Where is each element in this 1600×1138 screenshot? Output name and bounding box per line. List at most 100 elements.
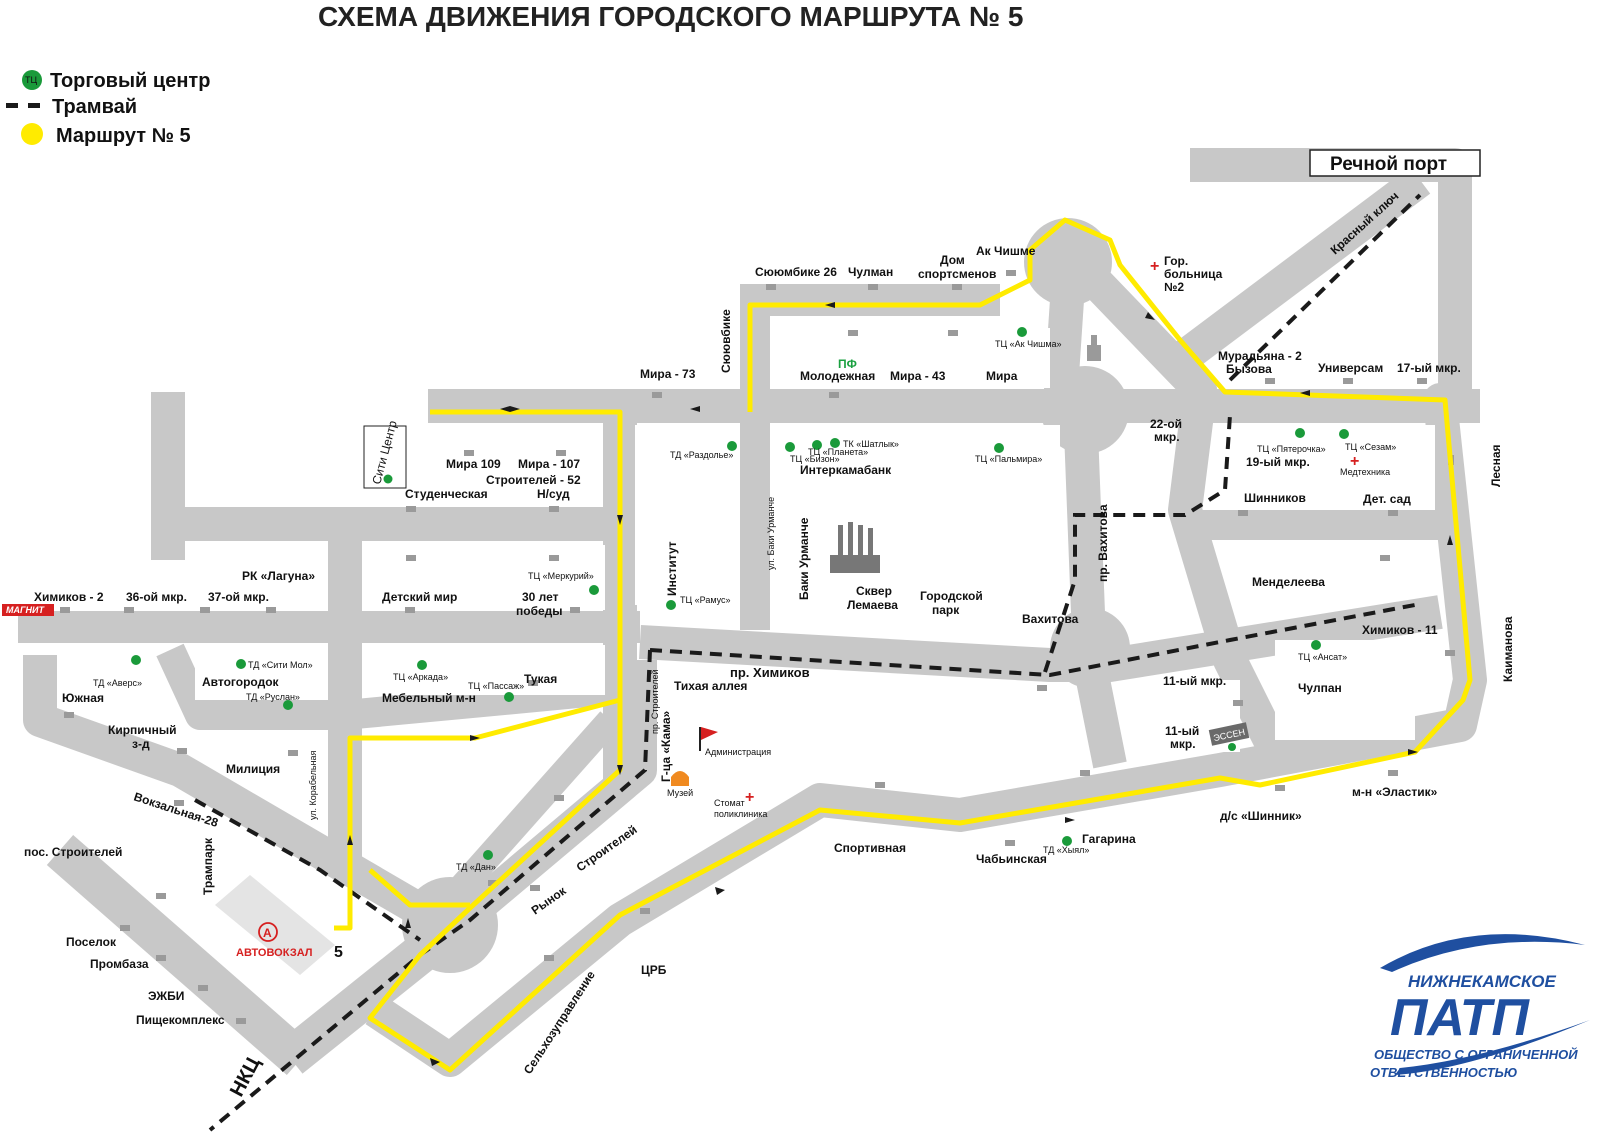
stop-label: Дет. сад bbox=[1363, 492, 1411, 506]
stop-label: Мира - 73 bbox=[640, 367, 696, 381]
stop-label: Гагарина bbox=[1082, 832, 1136, 846]
siti-center-tc-icon bbox=[383, 474, 393, 484]
route-5-path-south bbox=[368, 868, 470, 908]
pf-label: ПФ bbox=[838, 357, 857, 371]
tc-label: ТК «Шатлык» bbox=[843, 439, 899, 449]
stop-label: Вахитова bbox=[1022, 612, 1079, 626]
stop-label: победы bbox=[516, 604, 563, 618]
stop-label: парк bbox=[932, 603, 960, 617]
logo-line1: НИЖНЕКАМСКОЕ bbox=[1408, 972, 1556, 991]
port-label: Речной порт bbox=[1330, 154, 1447, 175]
medtech-cross-icon: + bbox=[1350, 453, 1359, 470]
stop-label: Шинников bbox=[1244, 491, 1306, 505]
tc-label: ТЦ «Ансат» bbox=[1298, 652, 1347, 662]
logo-line3: ОБЩЕСТВО С ОГРАНИЧЕННОЙ bbox=[1374, 1046, 1578, 1062]
stop-label: Сквер bbox=[856, 584, 892, 598]
stop-label: 30 лет bbox=[522, 590, 559, 604]
tc-label: ТД «Хыял» bbox=[1043, 845, 1089, 855]
stop-label: №2 bbox=[1164, 280, 1184, 294]
route-number-start: 5 bbox=[334, 944, 343, 961]
stop-label: Дом bbox=[940, 253, 965, 267]
stop-label: з-д bbox=[132, 737, 150, 751]
stop-label: Химиков - 11 bbox=[1362, 623, 1438, 637]
stop-label: Строителей - 52 bbox=[486, 473, 581, 487]
stop-label: Баки Урманче bbox=[797, 517, 811, 600]
magnit-text: МАГНИТ bbox=[6, 605, 45, 615]
road-rynok bbox=[439, 660, 657, 944]
tc-label: ТЦ «Рамус» bbox=[680, 595, 731, 605]
tc-label: ТЦ «Планета» bbox=[808, 447, 868, 457]
road-yuzhnaya bbox=[23, 655, 429, 925]
stop-label: Мурадьяна - 2 bbox=[1218, 349, 1302, 363]
legend-tram-label: Трамвай bbox=[52, 96, 137, 118]
stop-label: Тукая bbox=[524, 672, 557, 686]
stop-label: Н/суд bbox=[537, 487, 570, 501]
stop-label: поликлиника bbox=[714, 809, 767, 819]
stop-label: Администрация bbox=[705, 747, 771, 757]
tc-label: ТД «Аверс» bbox=[93, 678, 142, 688]
stop-label: мкр. bbox=[1154, 430, 1180, 444]
tc-label: ТД «Сити Мол» bbox=[248, 660, 313, 670]
administration-flag-icon bbox=[701, 727, 718, 740]
stop-label: Стомат bbox=[714, 798, 745, 808]
stop-label: Кирпичный bbox=[108, 723, 177, 737]
factory-icon bbox=[830, 522, 880, 573]
stop-label: пр. Вахитова bbox=[1096, 504, 1110, 582]
stop-label: Мира bbox=[986, 369, 1018, 383]
stop-label: Чулман bbox=[848, 265, 893, 279]
stop-label: 36-ой мкр. bbox=[126, 590, 187, 604]
stop-label: Молодежная bbox=[800, 369, 875, 383]
tram-lines bbox=[194, 193, 1422, 1132]
stop-label: 37-ой мкр. bbox=[208, 590, 269, 604]
tram-khimikov bbox=[649, 602, 1421, 678]
tc-label: ТД «Раздолье» bbox=[670, 450, 733, 460]
legend-route-icon bbox=[21, 123, 43, 145]
tc-label: ТЦ «Ак Чишма» bbox=[995, 339, 1062, 349]
stop-label: Г-ца «Кама» bbox=[659, 710, 673, 782]
stop-label: Химиков - 2 bbox=[34, 590, 104, 604]
stop-label: Южная bbox=[62, 691, 104, 705]
stop-label: Сюювбике bbox=[719, 309, 733, 373]
stop-label: 19-ый мкр. bbox=[1246, 455, 1310, 469]
stop-label: 11-ый мкр. bbox=[1163, 674, 1226, 688]
stop-label: Сююмбике 26 bbox=[755, 265, 837, 279]
stop-label: м-н «Эластик» bbox=[1352, 785, 1438, 799]
stop-label: Каиманова bbox=[1501, 616, 1515, 682]
stop-label: 17-ый мкр. bbox=[1397, 361, 1461, 375]
tc-markers bbox=[131, 327, 1349, 860]
stop-markers bbox=[60, 270, 1455, 1024]
legend-tram-icon bbox=[6, 103, 18, 108]
stop-label: больница bbox=[1164, 267, 1223, 281]
stop-label: Пищекомплекс bbox=[136, 1013, 225, 1027]
stop-label: Городской bbox=[920, 589, 983, 603]
roads bbox=[18, 148, 1487, 1077]
tc-label: ТД «Руслан» bbox=[246, 692, 300, 702]
museum-icon bbox=[671, 771, 689, 786]
legend-tc-badge: ТЦ bbox=[25, 75, 37, 85]
route-5-path-west bbox=[334, 697, 621, 931]
patp-logo: НИЖНЕКАМСКОЕ ПАТП ОБЩЕСТВО С ОГРАНИЧЕННО… bbox=[1370, 934, 1590, 1080]
bus-station-label: АВТОВОКЗАЛ bbox=[236, 947, 313, 959]
stop-label: Универсам bbox=[1318, 361, 1383, 375]
road-ne-diag bbox=[1057, 243, 1296, 768]
tc-label: ТЦ «Меркурий» bbox=[528, 571, 594, 581]
tram-rynok bbox=[208, 649, 652, 1132]
administration-flag-pole bbox=[699, 727, 701, 751]
legend-tc-label: Торговый центр bbox=[50, 70, 210, 92]
tram-vakhitova bbox=[1043, 414, 1232, 673]
stop-label: пос. Строителей bbox=[24, 845, 122, 859]
stop-label: Бызова bbox=[1226, 362, 1272, 376]
logo-line2: ПАТП bbox=[1390, 989, 1530, 1047]
road-to-mebelny bbox=[440, 711, 620, 909]
church-icon bbox=[1087, 335, 1101, 361]
stop-label: Детский мир bbox=[382, 590, 457, 604]
logo-line4: ОТВЕТСТВЕННОСТЬЮ bbox=[1370, 1065, 1517, 1080]
stop-label: 22-ой bbox=[1150, 417, 1182, 431]
tc-label: ТЦ «Аркада» bbox=[393, 672, 448, 682]
stop-label: Лемаева bbox=[847, 598, 898, 612]
roundabout-north bbox=[1024, 218, 1112, 306]
nkc-label: НКЦ bbox=[226, 1053, 265, 1100]
tc-label: ТЦ «Сезам» bbox=[1345, 442, 1396, 452]
tc-label: ТЦ «Пальмира» bbox=[975, 454, 1042, 464]
